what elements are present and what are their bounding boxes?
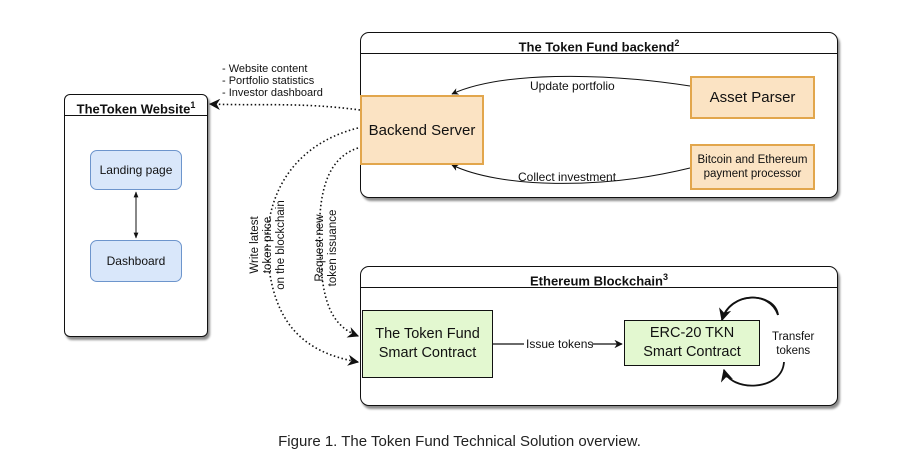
backend-server-node: Backend Server	[360, 95, 484, 165]
backend-title: The Token Fund backend2	[361, 33, 837, 54]
write-price-arrow	[266, 127, 360, 366]
server-to-website-arrow	[208, 98, 361, 111]
portfolio-statistics-item: - Portfolio statistics	[222, 75, 315, 87]
website-title: TheToken Website1	[65, 95, 207, 116]
payment-processor-node: Bitcoin and Ethereum payment processor	[690, 144, 815, 190]
blockchain-title: Ethereum Blockchain3	[361, 267, 837, 288]
update-portfolio-label: Update portfolio	[530, 79, 615, 93]
dashboard-node: Dashboard	[90, 240, 182, 282]
collect-investment-label: Collect investment	[518, 170, 617, 184]
website-content-item: - Website content	[222, 63, 308, 75]
asset-parser-node: Asset Parser	[690, 76, 815, 119]
website-container: TheToken Website1	[64, 94, 208, 337]
erc20-smart-contract-node: ERC-20 TKN Smart Contract	[624, 320, 760, 366]
landing-page-node: Landing page	[90, 150, 182, 190]
figure-caption: Figure 1. The Token Fund Technical Solut…	[278, 433, 641, 450]
collect-investment-arrow	[451, 164, 691, 184]
issue-tokens-label: Issue tokens	[526, 337, 594, 351]
investor-dashboard-item: - Investor dashboard	[222, 87, 323, 99]
write-price-label: Write latest token price on the blockcha…	[249, 200, 287, 290]
transfer-tokens-label: Transfer tokens	[770, 330, 817, 358]
update-portfolio-arrow	[451, 75, 691, 95]
fund-smart-contract-node: The Token Fund Smart Contract	[362, 310, 493, 378]
blockchain-container: Ethereum Blockchain3	[360, 266, 838, 406]
request-issuance-label: Request new token issuance	[314, 209, 339, 287]
request-issuance-arrow	[318, 147, 360, 338]
